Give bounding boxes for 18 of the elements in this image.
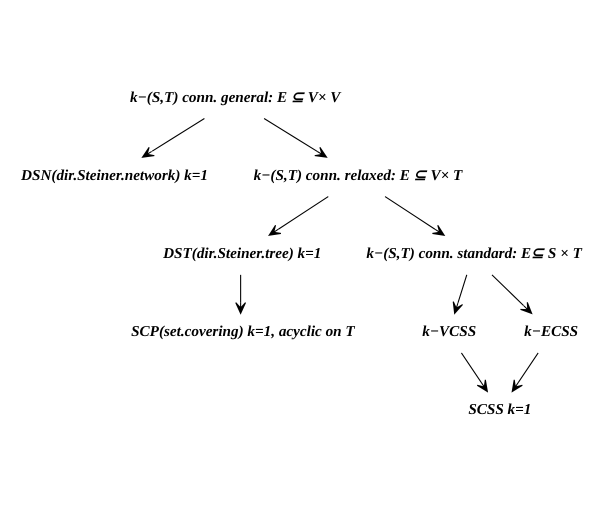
arrow [384,196,445,236]
node-text: k−(S,T) conn. standard: E⊆ S × T [366,244,582,262]
arrow [235,274,246,314]
arrow [492,274,532,314]
node-text: k−(S,T) conn. relaxed: E ⊆ V× T [254,166,462,184]
arrow [460,352,488,392]
arrow [452,274,468,314]
node-text: k−ECSS [524,323,578,340]
arrow [264,118,328,158]
node-text: SCSS k=1 [468,401,532,418]
arrow [268,196,329,236]
node-text: DSN(dir.Steiner.network) k=1 [21,166,208,184]
node-text: SCP(set.covering) k=1, acyclic on T [131,323,355,340]
node-text: DST(dir.Steiner.tree) k=1 [163,244,322,262]
arrow [142,118,205,158]
arrow [512,352,539,392]
node-text: k−(S,T) conn. general: E ⊆ V× V [130,88,340,106]
node-text: k−VCSS [422,323,476,340]
